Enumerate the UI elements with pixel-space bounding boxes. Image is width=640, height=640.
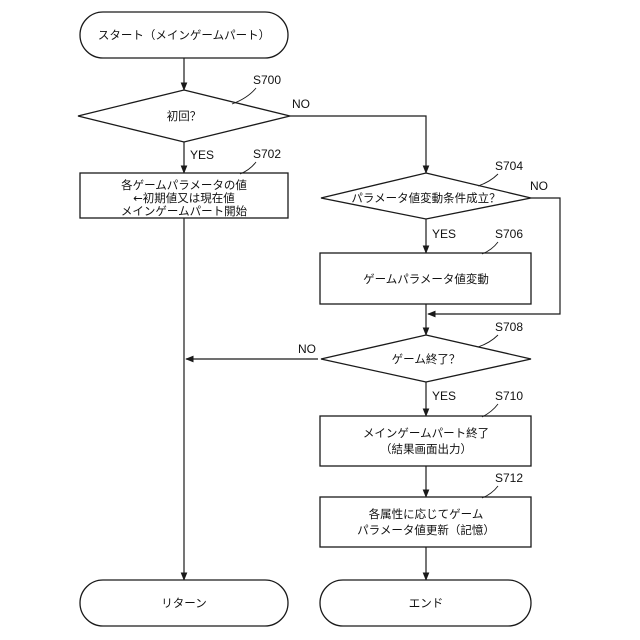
step-s700: S700 xyxy=(253,73,281,87)
leader-s700 xyxy=(232,88,256,104)
step-s706: S706 xyxy=(495,227,523,241)
param-change-label: ゲームパラメータ値変動 xyxy=(363,272,489,286)
edge-first-no xyxy=(290,116,426,173)
end-terminator: エンド xyxy=(320,580,531,626)
init-params-line-1: 各ゲームパラメータの値 xyxy=(121,178,247,192)
leader-s704 xyxy=(478,174,498,186)
leader-s710 xyxy=(482,404,498,417)
label-cond-yes: YES xyxy=(432,227,456,241)
label-first-yes: YES xyxy=(190,148,214,162)
start-terminator: スタート（メインゲームパート） xyxy=(80,12,288,58)
step-s712: S712 xyxy=(495,471,523,485)
step-s704: S704 xyxy=(495,159,523,173)
leader-s708 xyxy=(478,335,498,347)
step-s710: S710 xyxy=(495,389,523,403)
decision-first-time-label: 初回？ xyxy=(167,109,202,123)
leader-s702 xyxy=(240,162,256,174)
end-label: エンド xyxy=(409,596,444,610)
start-label: スタート（メインゲームパート） xyxy=(98,28,270,42)
update-params-line-1: 各属性に応じてゲーム xyxy=(369,507,484,521)
leader-s712 xyxy=(482,486,498,498)
main-end-line-2: （結果画面出力） xyxy=(380,442,472,456)
label-first-no: NO xyxy=(292,97,310,111)
label-cond-no: NO xyxy=(530,179,548,193)
decision-param-condition-label: パラメータ値変動条件成立？ xyxy=(351,191,500,205)
step-s708: S708 xyxy=(495,320,523,334)
decision-game-over-label: ゲーム終了？ xyxy=(392,352,461,366)
init-params-line-3: メインゲームパート開始 xyxy=(121,204,248,218)
label-over-yes: YES xyxy=(432,389,456,403)
main-end-line-1: メインゲームパート終了 xyxy=(363,426,489,440)
return-terminator: リターン xyxy=(80,580,288,626)
label-over-no: NO xyxy=(298,342,316,356)
update-params-line-2: パラメータ値更新（記憶） xyxy=(357,523,495,537)
init-params-line-2: ←初期値又は現在値 xyxy=(133,191,235,205)
step-s702: S702 xyxy=(253,147,281,161)
leader-s706 xyxy=(482,242,498,254)
return-label: リターン xyxy=(161,596,206,610)
